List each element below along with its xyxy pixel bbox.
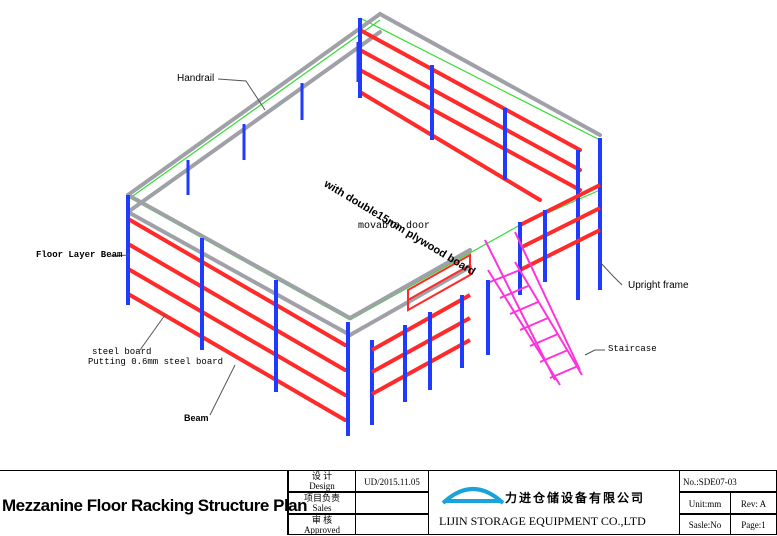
staircase-label: Staircase (608, 344, 657, 354)
approved-en: Approved (304, 525, 340, 535)
rev-cell: Rev: A (730, 492, 777, 514)
approved-value-cell (355, 514, 429, 535)
lijin-logo (441, 487, 505, 505)
sales-cn: 项目负责 (303, 493, 340, 503)
right-rack-uprights (403, 210, 547, 402)
back-rack-uprights (358, 18, 602, 300)
company-name-cn: 力进仓储设备有限公司 (505, 491, 646, 505)
design-cn: 设 计 (311, 471, 333, 481)
page-cell: Page:1 (730, 514, 777, 535)
title-cell (0, 470, 288, 535)
mezzanine-structure-drawing (109, 12, 623, 436)
floor-layer-beam-label: Floor Layer Beam (36, 250, 123, 260)
steel-board-label: steel board (92, 347, 152, 357)
date-cell: UD/2015.11.05 (355, 470, 429, 492)
back-rack-beams (358, 28, 582, 202)
sales-value-cell (355, 492, 429, 514)
handrail-label: Handrail (177, 73, 215, 84)
approved-cn: 审 核 (311, 515, 333, 525)
design-en: Design (309, 481, 335, 491)
right-rack-beams (371, 183, 601, 396)
company-name-en: LIJIN STORAGE EQUIPMENT CO.,LTD (439, 514, 646, 528)
front-rack-beams (128, 218, 347, 422)
movable-door (407, 253, 471, 312)
sale-cell: Sasle:No (679, 514, 731, 535)
unit-cell: Unit:mm (679, 492, 731, 514)
staircase (484, 231, 583, 386)
leader-lines (109, 78, 623, 416)
upright-frame-label: Upright frame (628, 280, 689, 291)
drawing-title: Mezzanine Floor Racking Structure Plan (2, 496, 308, 515)
company-cell: 力进仓储设备有限公司 LIJIN STORAGE EQUIPMENT CO.,L… (428, 470, 680, 535)
movable-door-label: movable door (358, 221, 431, 232)
sales-en: Sales (312, 503, 332, 513)
drawing-no-cell: No.:SDE07-03 (679, 470, 777, 492)
steel-board-note: Putting 0.6mm steel board (88, 357, 224, 367)
front-rack-uprights (126, 195, 374, 436)
handrail-rails (126, 12, 602, 337)
design-label-cell: 设 计 Design (288, 470, 356, 492)
beam-label: Beam (184, 413, 209, 423)
sales-label-cell: 项目负责 Sales (288, 492, 356, 514)
approved-label-cell: 审 核 Approved (288, 514, 356, 535)
